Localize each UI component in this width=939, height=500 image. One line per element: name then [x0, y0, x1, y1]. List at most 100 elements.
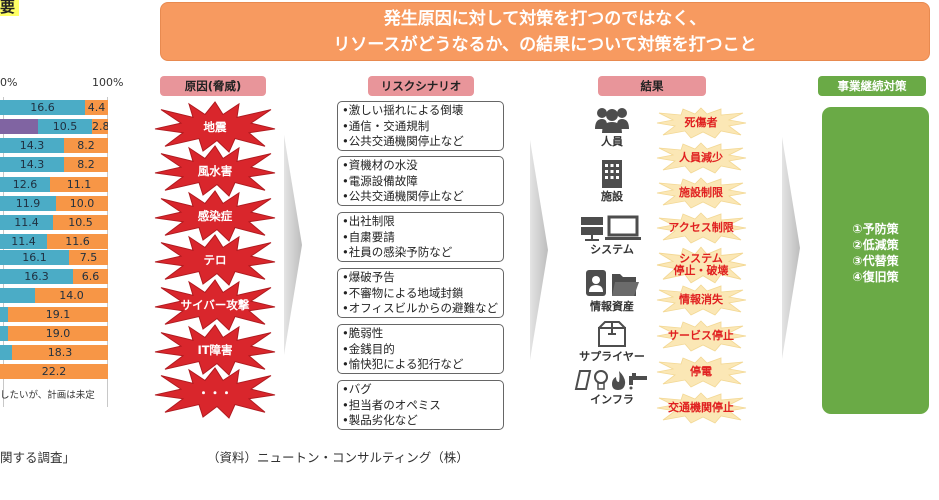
scenario-line: •オフィスビルからの避難など: [342, 301, 499, 315]
scenario-terror: •爆破予告 •不審物による地域封鎖 •オフィスビルからの避難など: [337, 268, 504, 318]
scenario-line: •公共交通機関停止など: [342, 189, 464, 203]
result-label: 情報消失: [679, 293, 723, 306]
headline-banner: 発生原因に対して対策を打つのではなく、 リソースがどうなるか、の結果について対策…: [160, 2, 930, 61]
bar-row-1: 16.6 4.4: [0, 100, 108, 115]
threat-terror: テロ: [153, 233, 277, 287]
bar-blue: 11.4: [0, 215, 53, 230]
result-label: サービス停止: [668, 329, 734, 342]
bar-blue: [0, 345, 12, 360]
bar-orange: 10.0: [56, 196, 108, 211]
building-icon: [602, 160, 622, 188]
scenario-earthquake: •激しい揺れによる倒壊 •通信・交通規制 •公共交通機関停止など: [337, 101, 504, 151]
bar-orange: 11.6: [47, 234, 108, 249]
bar-row-5: 12.6 11.1: [0, 177, 108, 192]
resource-facility: 施設: [572, 158, 652, 204]
fire-icon: [612, 371, 626, 390]
scenario-line: •公共交通機関停止など: [342, 134, 464, 148]
measure-mitigation: ②低減策: [852, 238, 899, 252]
bar-row-9: 16.1 7.5: [0, 250, 108, 265]
result-facility-restriction: 施設制限: [655, 177, 747, 209]
measure-alternative: ③代替策: [852, 254, 899, 268]
result-label: 停電: [690, 365, 712, 378]
result-information-loss: 情報消失: [655, 284, 747, 316]
bar-row-10: 16.3 6.6: [0, 269, 108, 284]
bar-orange: 10.5: [53, 215, 108, 230]
bar-purple: [0, 119, 38, 134]
bar-row-7: 11.4 10.5: [0, 215, 108, 230]
bar-blue: 11.9: [0, 196, 56, 211]
bar-blue: 16.1: [0, 250, 69, 265]
people-icon: [595, 108, 629, 133]
bar-row-13: 19.0: [0, 326, 108, 341]
threat-it-failure: IT障害: [153, 323, 277, 377]
resource-label: 人員: [601, 135, 623, 148]
source-credit: （資料）ニュートン・コンサルティング（株）: [207, 450, 469, 465]
result-service-stop: サービス停止: [655, 320, 747, 352]
resource-information-assets: 情報資産: [572, 268, 652, 314]
bar-row-6: 11.9 10.0: [0, 196, 108, 211]
threat-label: 風水害: [197, 164, 233, 178]
threat-label: IT障害: [197, 343, 233, 357]
resource-infrastructure: インフラ: [572, 369, 652, 407]
threat-cyber-attack: サイバー攻撃: [153, 278, 277, 332]
scenario-line: •激しい揺れによる倒壊: [342, 103, 464, 117]
scenario-line: •爆破予告: [342, 270, 395, 284]
bar-row-14: 18.3: [0, 345, 108, 360]
bar-row-8: 11.4 11.6: [0, 234, 108, 249]
scenario-infection: •出社制限 •自粛要請 •社員の感染予防など: [337, 212, 504, 262]
header-result: 結果: [598, 76, 706, 96]
result-label: アクセス制限: [668, 221, 734, 234]
measure-recovery: ④復旧策: [852, 270, 899, 284]
bar-row-3: 14.3 8.2: [0, 138, 108, 153]
threat-earthquake: 地震: [153, 100, 277, 154]
scenario-line: •脆弱性: [342, 326, 384, 340]
headline-line-2: リソースがどうなるか、の結果について対策を打つこと: [333, 35, 757, 55]
resource-label: サプライヤー: [579, 350, 645, 363]
left-source-note: 関する調査」: [0, 450, 76, 465]
resource-system: システム: [572, 215, 652, 257]
bar-orange: 7.5: [69, 250, 108, 265]
bar-orange: 14.0: [35, 288, 108, 303]
bar-orange: 6.6: [73, 269, 108, 284]
result-label: 死傷者: [684, 116, 718, 129]
bar-blue: 16.6: [0, 100, 85, 115]
header-bcp-measures: 事業継続対策: [818, 76, 926, 96]
result-access-restriction: アクセス制限: [655, 212, 747, 244]
bar-orange: 19.1: [8, 307, 108, 322]
bcp-measures-box: ①予防策 ②低減策 ③代替策 ④復旧策: [822, 107, 929, 414]
scenario-line: •社員の感染予防など: [342, 245, 453, 259]
scenario-it: •バグ •担当者のオペミス •製品劣化など: [337, 380, 504, 430]
bar-orange: 19.0: [8, 326, 108, 341]
bar-blue: 11.4: [0, 234, 47, 249]
measures-list: ①予防策 ②低減策 ③代替策 ④復旧策: [822, 221, 929, 285]
scenario-line: •電源設備故障: [342, 173, 418, 188]
scenario-line: •出社制限: [342, 214, 395, 228]
file-folder-icon: [586, 270, 639, 296]
scenario-line: •不審物による地域封鎖: [342, 285, 464, 300]
bar-orange: 18.3: [12, 345, 108, 360]
result-power-outage: 停電: [655, 356, 747, 388]
scenario-flood: •資機材の水没 •電源設備故障 •公共交通機関停止など: [337, 156, 504, 206]
bar-orange: 11.1: [50, 177, 108, 192]
threat-label: 地震: [203, 120, 227, 134]
bar-orange: 8.2: [64, 138, 108, 153]
bulb-icon: [594, 370, 608, 390]
header-cause: 原因(脅威): [160, 76, 266, 96]
bar-blue: [0, 288, 35, 303]
scenario-line: •自粛要請: [342, 229, 395, 244]
header-risk-scenario: リスクシナリオ: [368, 76, 474, 96]
bar-row-12: 19.1: [0, 307, 108, 322]
left-chart-title-fragment: 要: [0, 0, 20, 16]
resource-label: インフラ: [590, 393, 634, 406]
threat-label: テロ: [203, 253, 227, 267]
arrow-right-icon: [530, 140, 548, 360]
result-label: 施設制限: [679, 186, 723, 199]
bar-blue: 12.6: [0, 177, 50, 192]
bar-blue: [0, 326, 8, 341]
threat-label: ・・・: [197, 386, 233, 400]
scenario-line: •資機材の水没: [342, 158, 418, 172]
chart-legend-note: したいが、計画は未定: [0, 390, 95, 401]
server-computer-icon: [581, 215, 641, 241]
phone-icon: [574, 370, 592, 390]
box-icon: [598, 321, 626, 347]
